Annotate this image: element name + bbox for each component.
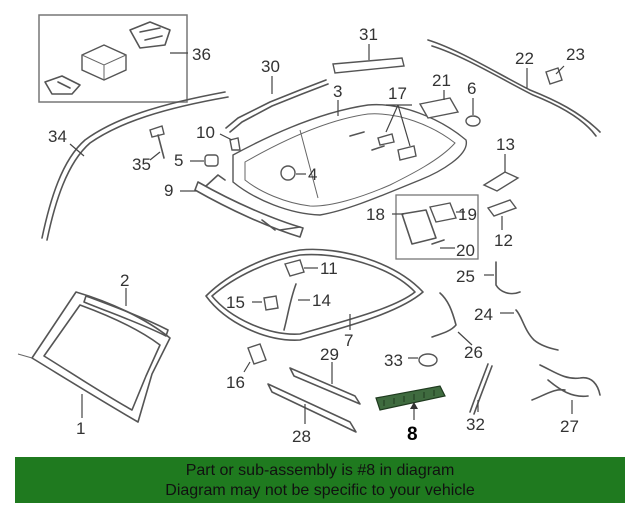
part-34-weatherstrip[interactable] — [41, 91, 229, 241]
callout-9: 9 — [164, 181, 173, 200]
callout-20: 20 — [456, 241, 475, 260]
part-31-strip[interactable] — [332, 44, 405, 74]
callout-10: 10 — [196, 123, 215, 142]
callout-8: 8 — [407, 424, 418, 445]
callout-5: 5 — [174, 151, 183, 170]
part-15-clip[interactable] — [252, 295, 279, 311]
callout-30: 30 — [261, 57, 280, 76]
callout-19: 19 — [458, 205, 477, 224]
callout-3: 3 — [333, 82, 342, 101]
part-32-strip[interactable] — [469, 363, 493, 415]
part-25-rod[interactable] — [484, 261, 521, 295]
callout-4: 4 — [308, 165, 317, 184]
part-3-roof-panel[interactable] — [232, 100, 467, 216]
callout-6: 6 — [467, 79, 476, 98]
part-21-module[interactable] — [418, 90, 460, 119]
callout-17: 17 — [388, 84, 407, 103]
callout-21: 21 — [432, 71, 451, 90]
part-4-grommet[interactable] — [280, 165, 306, 181]
callout-29: 29 — [320, 345, 339, 364]
callout-27: 27 — [560, 417, 579, 436]
callout-34: 34 — [48, 127, 67, 146]
part-13-bracket[interactable] — [482, 154, 520, 192]
banner-line-1: Part or sub-assembly is #8 in diagram — [185, 462, 455, 479]
callout-15: 15 — [226, 293, 245, 312]
part-9-frame[interactable] — [180, 174, 304, 238]
callout-24: 24 — [474, 305, 493, 324]
callout-26: 26 — [464, 343, 483, 362]
part-27-wiring[interactable] — [531, 364, 601, 414]
part-26-harness[interactable] — [431, 292, 473, 346]
callout-1: 1 — [76, 419, 85, 438]
part-10-clip[interactable] — [219, 133, 241, 151]
callout-35: 35 — [132, 155, 151, 174]
callout-28: 28 — [292, 427, 311, 446]
part-6-plug[interactable] — [465, 98, 481, 127]
part-7-seal[interactable] — [205, 248, 424, 341]
part-16-bracket[interactable] — [243, 343, 267, 373]
part-14-rod[interactable] — [283, 283, 310, 331]
callout-22: 22 — [515, 49, 534, 68]
part-5-bumper[interactable] — [190, 154, 219, 167]
part-24-tube[interactable] — [500, 309, 559, 351]
info-banner: Part or sub-assembly is #8 in diagram Di… — [15, 457, 625, 503]
part-30-molding[interactable] — [225, 76, 329, 133]
callout-14: 14 — [312, 291, 331, 310]
callout-33: 33 — [384, 351, 403, 370]
part-2-header[interactable] — [83, 288, 169, 337]
banner-line-2: Diagram may not be specific to your vehi… — [165, 482, 475, 499]
callout-16: 16 — [226, 373, 245, 392]
part-33-grommet[interactable] — [408, 353, 438, 367]
callout-11: 11 — [320, 259, 338, 278]
part-35-bolt[interactable] — [149, 125, 165, 161]
part-36-kit[interactable] — [38, 14, 188, 103]
part-1-windshield[interactable] — [17, 291, 171, 423]
callout-25: 25 — [456, 267, 475, 286]
part-8-highlighted[interactable] — [375, 385, 446, 420]
part-12-bracket[interactable] — [486, 199, 518, 230]
part-22-cable[interactable] — [427, 39, 601, 137]
parts-diagram: 36 31 30 3 17 21 6 22 23 34 10 35 5 4 9 … — [17, 14, 601, 446]
callout-18: 18 — [366, 205, 385, 224]
callout-12: 12 — [494, 231, 513, 250]
part-23-sensor[interactable] — [545, 65, 565, 85]
callout-36: 36 — [192, 45, 211, 64]
part-11-clip[interactable] — [284, 259, 318, 277]
callout-32: 32 — [466, 415, 485, 434]
part-28-sill[interactable] — [267, 383, 357, 433]
callout-7: 7 — [344, 331, 353, 350]
part-17-pins[interactable] — [349, 104, 417, 161]
callout-2: 2 — [120, 271, 129, 290]
callout-31: 31 — [359, 25, 378, 44]
part-18-20-inset[interactable] — [392, 194, 479, 260]
part-29-sill[interactable] — [289, 362, 361, 405]
callout-13: 13 — [496, 135, 515, 154]
callout-23: 23 — [566, 45, 585, 64]
